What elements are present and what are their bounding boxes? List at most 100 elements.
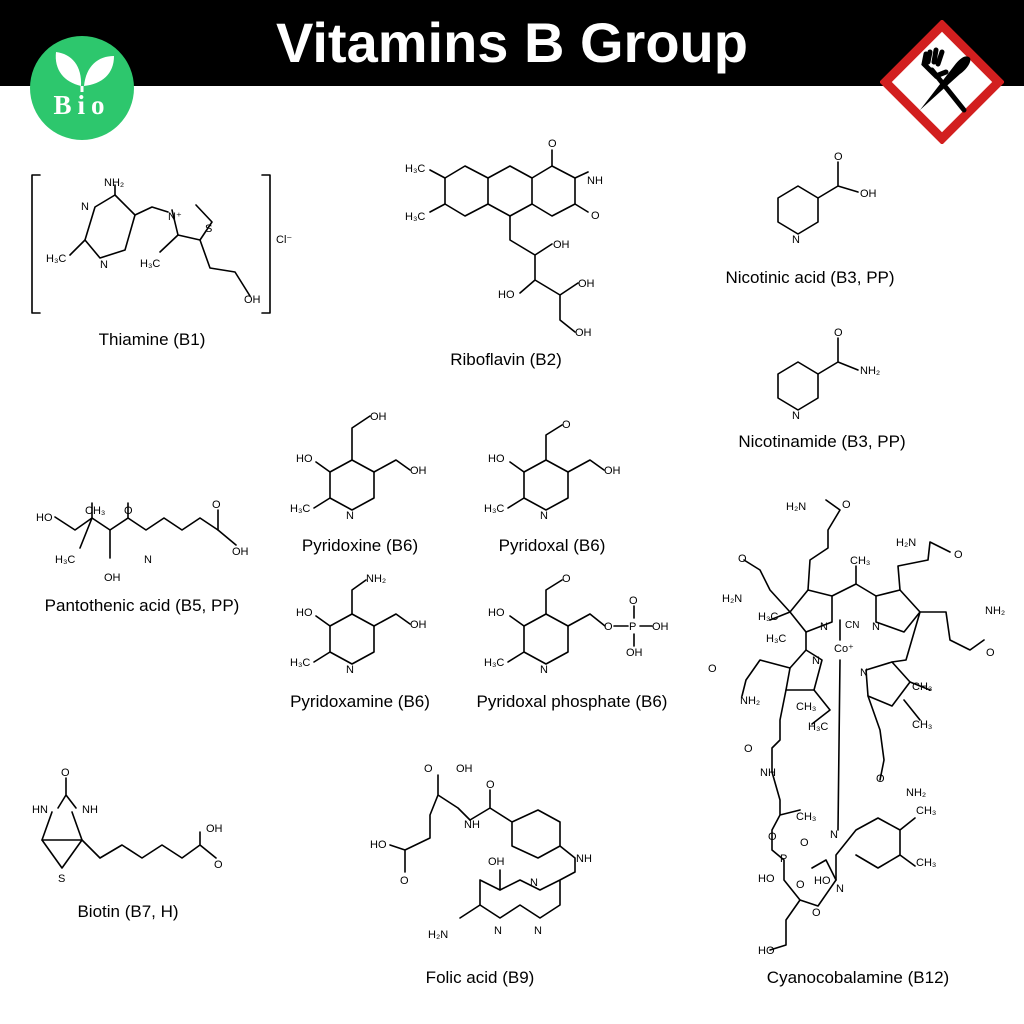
atom-nh: NH [464,819,480,831]
atom-o: O [708,663,717,675]
label-nicotinic-acid: Nicotinic acid (B3, PP) [725,268,895,287]
atom-h3c: H₃C [484,503,504,515]
atom-ho: HO [296,607,313,619]
atom-o: O [768,831,777,843]
atom-n: N [872,621,880,633]
atom-h3c: H₃C [808,721,828,733]
atom-ho: HO [758,873,775,885]
pyridoxine-structure: N OH OH HO H₃C [290,411,427,522]
atom-ho: HO [758,945,775,957]
label-pantothenic-acid: Pantothenic acid (B5, PP) [44,596,240,615]
atom-h3c: H₃C [140,258,160,270]
atom-ch3: CH₃ [912,681,932,693]
atom-n: N [820,621,828,633]
atom-nh2: NH₂ [104,177,124,189]
atom-h3c: H₃C [405,163,425,175]
atom-oh: OH [244,294,261,306]
atom-oh: OH [575,327,592,339]
atom-p: P [780,853,787,865]
atom-nh: NH [587,175,603,187]
atom-oh: OH [553,239,570,251]
atom-o: O [562,573,571,585]
atom-nh2: NH₂ [366,573,386,585]
folic-acid-structure: O OH NH O HO O NH OH H₂N N N N [370,763,592,941]
bio-badge-text: Bio [53,90,111,120]
atom-n: N [540,510,548,522]
label-biotin: Biotin (B7, H) [77,902,179,921]
atom-o: O [424,763,433,775]
atom-h3c: H₃C [758,611,778,623]
atom-ho: HO [488,453,505,465]
atom-o: O [486,779,495,791]
atom-nplus: N⁺ [168,211,182,223]
atom-o: O [834,151,843,163]
atom-cl: Cl⁻ [276,234,292,246]
atom-n: N [812,655,820,667]
atom-ch3: CH₃ [796,811,816,823]
atom-h3c: H₃C [290,503,310,515]
atom-oh: OH [104,572,121,584]
atom-oh: OH [860,188,877,200]
atom-ho: HO [814,875,831,887]
nicotinamide-structure: N O NH₂ [777,327,880,422]
atom-h2n: H₂N [722,593,742,605]
atom-o: O [124,505,133,517]
leaf-icon [55,52,114,92]
riboflavin-structure: O NH O H₃C H₃C OH HO OH OH [405,138,603,339]
atom-h3c: H₃C [405,211,425,223]
atom-o: O [548,138,557,150]
atom-h3c: H₃C [55,554,75,566]
atom-oh: OH [456,763,473,775]
atom-nh2: NH₂ [860,365,880,377]
no-food-warning [880,20,1004,144]
atom-oh: OH [604,465,621,477]
atom-n: N [792,410,800,422]
bio-badge: Bio [30,36,134,140]
atom-n: N [836,883,844,895]
atom-oh: OH [488,856,505,868]
atom-oh: OH [410,465,427,477]
atom-o: O [738,553,747,565]
fork-knife-icon [920,47,971,113]
pyridoxal-phosphate-structure: N O O P O OH OH HO H₃C [484,573,669,676]
atom-co: Co⁺ [834,643,854,655]
atom-n: N [100,259,108,271]
atom-ch3: CH₃ [796,701,816,713]
atom-ch3: CH₃ [85,505,105,517]
atom-nh2: NH₂ [985,605,1005,617]
atom-h3c: H₃C [484,657,504,669]
atom-h2n: H₂N [786,501,806,513]
atom-o: O [214,859,223,871]
atom-oh: OH [370,411,387,423]
atom-h2n: H₂N [428,929,448,941]
label-riboflavin: Riboflavin (B2) [450,350,562,369]
nicotinic-acid-structure: N O OH [777,151,877,246]
atom-nh2: NH₂ [906,787,926,799]
atom-ch3: CH₃ [912,719,932,731]
biotin-structure: O HN NH S OH O [32,767,223,885]
atom-n: N [860,667,868,679]
atom-nh: NH [760,767,776,779]
atom-o: O [400,875,409,887]
label-thiamine: Thiamine (B1) [98,330,206,349]
atom-o: O [61,767,70,779]
atom-cn: CN [845,620,859,631]
page-title: Vitamins B Group [276,11,748,74]
atom-o: O [796,879,805,891]
atom-oh: OH [626,647,643,659]
atom-p: P [629,621,636,633]
atom-o: O [800,837,809,849]
atom-oh: OH [232,546,249,558]
atom-s: S [58,873,65,885]
cyanocobalamine-structure: N N N N CN Co⁺ H₂N O CH₃ H₂N O NH₂ O O H… [708,499,1005,957]
atom-h2n: H₂N [896,537,916,549]
atom-o: O [986,647,995,659]
atom-oh: OH [578,278,595,290]
atom-n: N [540,664,548,676]
atom-n: N [81,201,89,213]
atom-ho: HO [370,839,387,851]
atom-o: O [834,327,843,339]
label-pyridoxal: Pyridoxal (B6) [498,536,606,555]
atom-ho: HO [488,607,505,619]
